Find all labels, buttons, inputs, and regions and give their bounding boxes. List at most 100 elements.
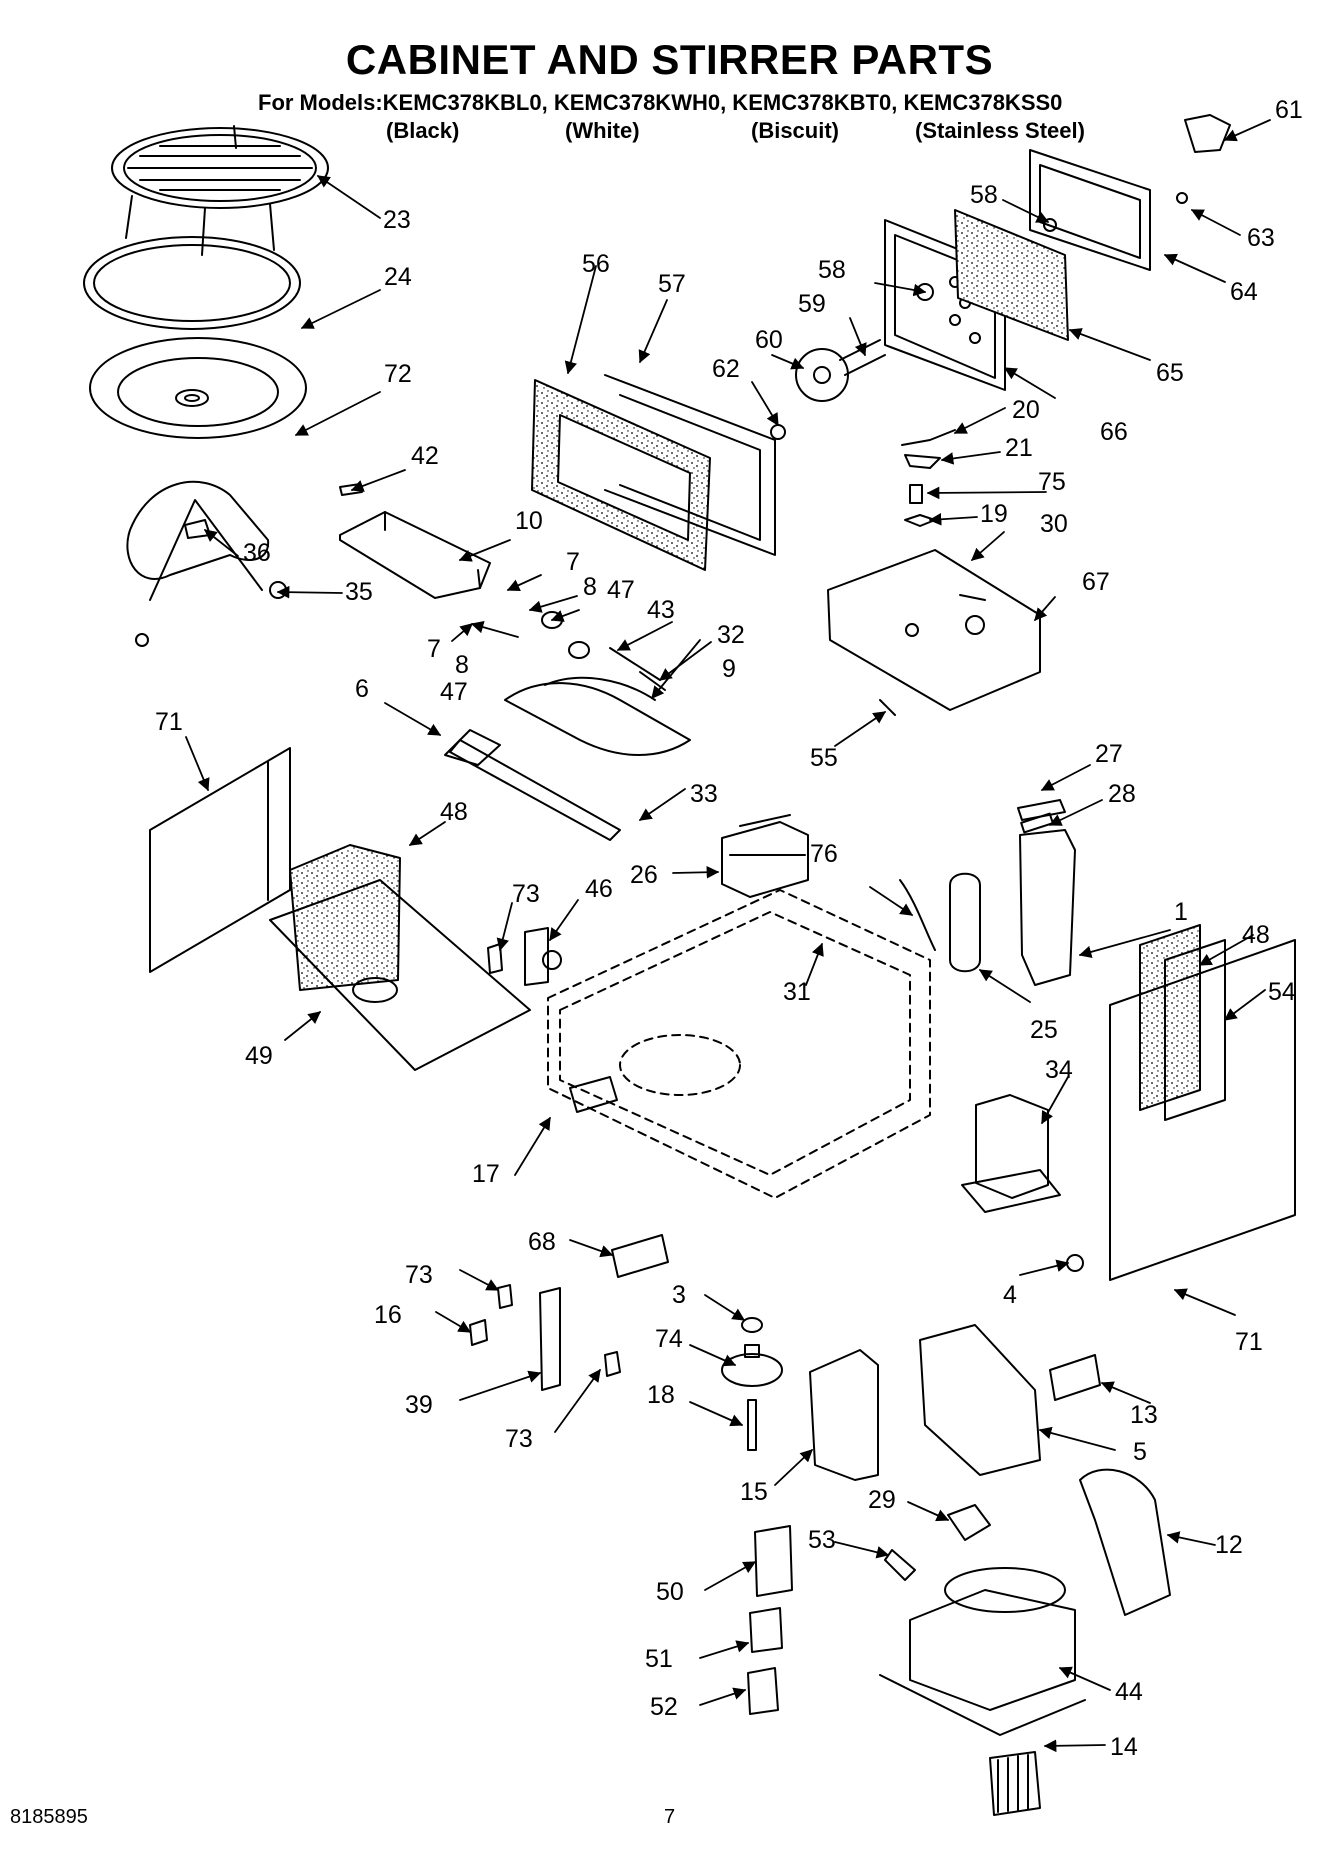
callout-59: 59 <box>798 290 826 318</box>
part-73-46-interlock-upper <box>487 927 562 986</box>
callout-52: 52 <box>650 1693 678 1721</box>
callout-20: 20 <box>1012 396 1040 424</box>
model-color-stainless: (Stainless Steel) <box>915 118 1085 143</box>
callout-15: 15 <box>740 1478 768 1506</box>
callout-8: 8 <box>583 573 597 601</box>
callout-7-lower: 7 <box>427 635 441 663</box>
callout-1: 1 <box>1174 898 1188 926</box>
callout-67: 67 <box>1082 568 1110 596</box>
part-44-fan-motor <box>879 1567 1086 1736</box>
callout-14: 14 <box>1110 1733 1138 1761</box>
callout-24: 24 <box>384 263 412 291</box>
callout-numbers: 61 58 63 23 64 58 56 57 59 24 60 62 72 6… <box>155 96 1303 1761</box>
callout-6: 6 <box>355 675 369 703</box>
callout-4: 4 <box>1003 1281 1017 1309</box>
callout-68: 68 <box>528 1228 556 1256</box>
callout-76: 76 <box>810 840 838 868</box>
callout-65: 65 <box>1156 359 1184 387</box>
page-title: CABINET AND STIRRER PARTS <box>345 36 994 83</box>
callout-73-low: 73 <box>505 1425 533 1453</box>
callout-71: 71 <box>155 708 183 736</box>
callout-19: 19 <box>980 500 1008 528</box>
part-5-13-fan-shroud <box>919 1324 1101 1476</box>
callout-21: 21 <box>1005 434 1033 462</box>
model-color-biscuit: (Biscuit) <box>751 118 839 143</box>
part-17-68-pads <box>569 1076 669 1278</box>
models-line: For Models:KEMC378KBL0, KEMC378KWH0, KEM… <box>258 90 1063 115</box>
part-10-waveguide-cover <box>339 511 491 599</box>
part-24-turntable-ring <box>83 236 301 330</box>
leader-arrows <box>185 119 1271 1753</box>
callout-61: 61 <box>1275 96 1303 124</box>
cavity-dashed-outline <box>547 889 931 1199</box>
part-14-fan-blade <box>989 1751 1041 1816</box>
callout-16: 16 <box>374 1301 402 1329</box>
callout-33: 33 <box>690 780 718 808</box>
callout-48-right: 48 <box>1242 921 1270 949</box>
callout-18: 18 <box>647 1381 675 1409</box>
callout-42: 42 <box>411 442 439 470</box>
callout-3: 3 <box>672 1281 686 1309</box>
part-71-left-panel <box>149 747 291 973</box>
part-61-65-vent-assembly <box>954 114 1231 341</box>
callout-54: 54 <box>1268 978 1296 1006</box>
callout-12: 12 <box>1215 1531 1243 1559</box>
callout-47-lower: 47 <box>440 678 468 706</box>
part-12-baffle <box>1079 1468 1171 1616</box>
callout-17: 17 <box>472 1160 500 1188</box>
callout-30: 30 <box>1040 510 1068 538</box>
callout-75: 75 <box>1038 468 1066 496</box>
callout-48: 48 <box>440 798 468 826</box>
callout-72: 72 <box>384 360 412 388</box>
part-71-right-panel <box>1109 939 1296 1281</box>
callout-43: 43 <box>647 596 675 624</box>
callout-13: 13 <box>1130 1401 1158 1429</box>
doc-number: 8185895 <box>10 1806 88 1828</box>
callout-46: 46 <box>585 875 613 903</box>
callout-26: 26 <box>630 861 658 889</box>
callout-35: 35 <box>345 578 373 606</box>
callout-57: 57 <box>658 270 686 298</box>
part-42-tab <box>339 483 363 496</box>
callout-31: 31 <box>783 978 811 1006</box>
part-16-39-73-interlock-lower <box>469 1284 621 1391</box>
callout-51: 51 <box>645 1645 673 1673</box>
callout-10: 10 <box>515 507 543 535</box>
callout-63: 63 <box>1247 224 1275 252</box>
callout-58: 58 <box>818 256 846 284</box>
callout-71-right: 71 <box>1235 1328 1263 1356</box>
callout-73-mid: 73 <box>405 1261 433 1289</box>
part-9-47-43-32-6-33-guide-tube <box>444 611 691 841</box>
callout-9: 9 <box>722 655 736 683</box>
callout-39: 39 <box>405 1391 433 1419</box>
callout-44: 44 <box>1115 1678 1143 1706</box>
callout-29: 29 <box>868 1486 896 1514</box>
callout-47: 47 <box>607 576 635 604</box>
part-57-door-frame <box>604 374 776 556</box>
callout-66: 66 <box>1100 418 1128 446</box>
callout-28: 28 <box>1108 780 1136 808</box>
part-48-49-base-insulation <box>269 844 531 1071</box>
part-50-51-52-53-hinge <box>747 1525 916 1715</box>
callout-32: 32 <box>717 621 745 649</box>
callout-34: 34 <box>1045 1056 1073 1084</box>
callout-5: 5 <box>1133 1438 1147 1466</box>
callout-60: 60 <box>755 326 783 354</box>
callout-55: 55 <box>810 744 838 772</box>
callout-64: 64 <box>1230 278 1258 306</box>
callout-8-lower: 8 <box>455 651 469 679</box>
callout-53: 53 <box>808 1526 836 1554</box>
callout-56: 56 <box>582 250 610 278</box>
part-48-54-right-insulation <box>1139 924 1226 1121</box>
part-67-waveguide-bracket <box>827 549 1041 716</box>
callout-23: 23 <box>383 206 411 234</box>
part-26-transformer <box>721 814 809 898</box>
callout-49: 49 <box>245 1042 273 1070</box>
part-36-coupler <box>184 519 211 539</box>
callout-27: 27 <box>1095 740 1123 768</box>
model-color-black: (Black) <box>386 118 460 143</box>
part-15-air-duct <box>809 1349 879 1481</box>
model-color-white: (White) <box>565 118 640 143</box>
part-72-glass-tray <box>89 337 307 439</box>
callout-73: 73 <box>512 880 540 908</box>
